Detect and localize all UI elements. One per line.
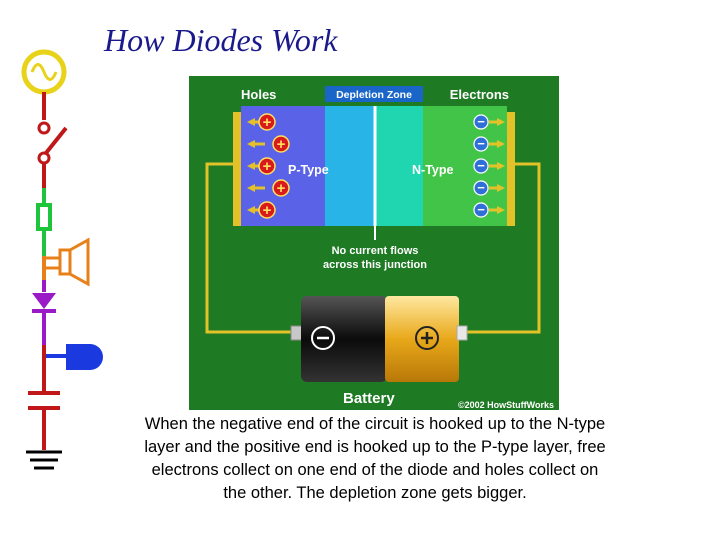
battery-minus-icon bbox=[311, 326, 335, 350]
hole-circle bbox=[272, 179, 290, 197]
wire-right bbox=[457, 162, 541, 334]
hole-circle bbox=[258, 157, 276, 175]
electrons-label: Electrons bbox=[450, 87, 509, 102]
battery-negative-end bbox=[301, 296, 387, 382]
electron-marker: − bbox=[473, 114, 505, 130]
electron-marker: − bbox=[473, 158, 505, 174]
p-type-label: P-Type bbox=[288, 163, 329, 177]
electron-arrow bbox=[497, 140, 505, 148]
hole-plus-sign: + bbox=[263, 114, 272, 131]
electron-minus-sign: − bbox=[477, 180, 485, 195]
hole-circle bbox=[272, 135, 290, 153]
depletion-zone-right bbox=[375, 106, 423, 226]
electron-marker: − bbox=[473, 180, 505, 196]
circuit-symbols-strip bbox=[21, 49, 103, 470]
hole-arrow bbox=[247, 140, 255, 148]
ground-icon bbox=[26, 450, 62, 470]
switch-icon bbox=[37, 121, 68, 165]
electron-circle bbox=[473, 136, 489, 152]
battery-plus-icon bbox=[415, 326, 439, 350]
battery bbox=[290, 296, 468, 382]
electron-circle bbox=[473, 180, 489, 196]
electron-circle bbox=[473, 202, 489, 218]
led-icon bbox=[42, 344, 103, 382]
electron-marker: − bbox=[473, 136, 505, 152]
electron-circle bbox=[473, 114, 489, 130]
depletion-zone-left bbox=[325, 106, 375, 226]
junction-note-line2: across this junction bbox=[323, 259, 427, 271]
electron-arrow bbox=[497, 206, 505, 214]
hole-marker: + bbox=[247, 201, 276, 219]
electron-arrow bbox=[497, 162, 505, 170]
hole-arrow bbox=[247, 184, 255, 192]
electron-circle bbox=[473, 158, 489, 174]
right-contact-plate bbox=[507, 112, 515, 226]
junction-note-line1: No current flows bbox=[332, 245, 419, 257]
electron-arrow bbox=[497, 184, 505, 192]
wire-left bbox=[205, 162, 301, 334]
n-type-label: N-Type bbox=[412, 163, 453, 177]
electron-minus-sign: − bbox=[477, 136, 485, 151]
electrons-group: − − − − − bbox=[473, 114, 505, 218]
hole-marker: + bbox=[247, 179, 290, 197]
hole-plus-sign: + bbox=[277, 180, 286, 197]
hole-marker: + bbox=[247, 157, 276, 175]
electron-marker: − bbox=[473, 202, 505, 218]
hole-circle bbox=[258, 113, 276, 131]
hole-plus-sign: + bbox=[277, 136, 286, 153]
fuse-icon bbox=[36, 188, 52, 256]
depletion-label-bg bbox=[325, 86, 423, 102]
electron-arrow bbox=[497, 118, 505, 126]
hole-circle bbox=[258, 201, 276, 219]
battery-label: Battery bbox=[343, 390, 395, 407]
electron-minus-sign: − bbox=[477, 114, 485, 129]
slide-title: How Diodes Work bbox=[104, 22, 338, 58]
explanation-caption: When the negative end of the circuit is … bbox=[144, 415, 606, 502]
battery-positive-terminal bbox=[456, 325, 468, 341]
hole-plus-sign: + bbox=[263, 202, 272, 219]
hole-arrow bbox=[247, 206, 255, 214]
diode-diagram: Holes Depletion Zone Electrons P-Type N-… bbox=[189, 76, 559, 410]
electron-minus-sign: − bbox=[477, 158, 485, 173]
copyright-label: ©2002 HowStuffWorks bbox=[458, 400, 554, 410]
holes-group: + + + + + bbox=[247, 113, 290, 219]
depletion-zone-label: Depletion Zone bbox=[336, 89, 412, 101]
hole-plus-sign: + bbox=[263, 158, 272, 175]
left-contact-plate bbox=[233, 112, 241, 226]
electron-minus-sign: − bbox=[477, 202, 485, 217]
hole-arrow bbox=[247, 118, 255, 126]
ac-source-icon bbox=[21, 49, 67, 95]
speaker-icon bbox=[42, 237, 90, 287]
hole-marker: + bbox=[247, 113, 276, 131]
capacitor-icon bbox=[28, 382, 60, 450]
hole-arrow bbox=[247, 162, 255, 170]
diode-icon bbox=[32, 280, 56, 345]
hole-marker: + bbox=[247, 135, 290, 153]
holes-label: Holes bbox=[241, 87, 276, 102]
